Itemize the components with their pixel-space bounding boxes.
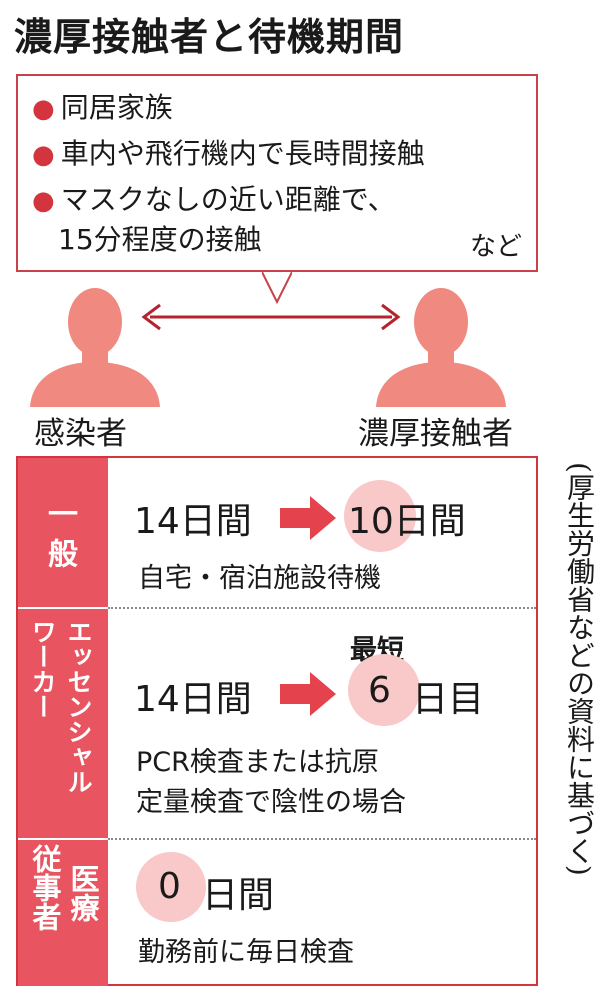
highlight-circle bbox=[344, 480, 416, 552]
period-after-number: 6 bbox=[368, 670, 391, 711]
person-silhouette-icon bbox=[376, 288, 506, 407]
infected-person-label: 感染者 bbox=[34, 416, 127, 452]
row-description: 勤務前に毎日検査 bbox=[138, 937, 354, 968]
row-header-medical-worker: 医療 従事者 bbox=[18, 840, 108, 986]
bullet-text: 同居家族 bbox=[60, 91, 173, 124]
row-header-label: ワーカー bbox=[28, 619, 57, 719]
callout-pointer bbox=[262, 271, 292, 304]
row-divider bbox=[108, 607, 536, 609]
period-before: 14日間 bbox=[134, 679, 252, 720]
bullet-text: 車内や飛行機内で長時間接触 bbox=[60, 137, 425, 170]
etc-label: など bbox=[469, 232, 522, 262]
waiting-period-table: 一般 エッセンシャル ワーカー 医療 従事者 14日間 10日間 自宅・宿泊施設… bbox=[16, 456, 538, 986]
bullet-item-continuation: 15分程度の接触 bbox=[58, 223, 262, 256]
right-arrow-icon bbox=[280, 672, 336, 716]
row-divider bbox=[108, 838, 536, 840]
period-after-unit: 日間 bbox=[202, 875, 275, 916]
header-divider bbox=[18, 607, 108, 609]
row-description: 自宅・宿泊施設待機 bbox=[138, 563, 381, 594]
row-description: PCR検査または抗原 bbox=[136, 747, 379, 778]
period-after: 10日間 bbox=[348, 501, 466, 542]
row-header-label: エッセンシャル bbox=[64, 619, 93, 794]
row-header-label: 従事者 bbox=[28, 844, 62, 931]
right-arrow-icon bbox=[280, 496, 336, 540]
bullet-dot-icon: ● bbox=[32, 186, 55, 216]
row-header-label: 医療 bbox=[66, 864, 100, 922]
row-header-general: 一般 bbox=[18, 458, 108, 607]
row-header-essential-worker: エッセンシャル ワーカー bbox=[18, 609, 108, 838]
bullet-item: ●同居家族 bbox=[32, 86, 173, 126]
double-arrow-icon bbox=[141, 303, 401, 331]
bullet-text: マスクなしの近い距離で、 bbox=[60, 183, 396, 216]
period-before: 14日間 bbox=[134, 501, 252, 542]
bullet-dot-icon: ● bbox=[32, 140, 55, 170]
bullet-item: ●マスクなしの近い距離で、 bbox=[32, 178, 396, 218]
page-title: 濃厚接触者と待機期間 bbox=[14, 15, 405, 59]
highlight-circle bbox=[136, 852, 206, 922]
close-contact-label: 濃厚接触者 bbox=[358, 416, 513, 452]
highlight-circle bbox=[348, 654, 420, 726]
person-silhouette-icon bbox=[30, 288, 160, 407]
bullet-item: ●車内や飛行機内で長時間接触 bbox=[32, 132, 425, 172]
row-header-label: 一般 bbox=[42, 498, 77, 578]
contact-examples-box: ●同居家族 ●車内や飛行機内で長時間接触 ●マスクなしの近い距離で、 15分程度… bbox=[16, 74, 538, 272]
period-after-unit: 日目 bbox=[412, 679, 485, 720]
period-after-number: 0 bbox=[158, 866, 181, 907]
source-note: (厚生労働省などの資料に基づく) bbox=[563, 462, 596, 876]
bullet-dot-icon: ● bbox=[32, 94, 55, 124]
row-description: 定量検査で陰性の場合 bbox=[136, 787, 406, 818]
header-divider bbox=[18, 838, 108, 840]
